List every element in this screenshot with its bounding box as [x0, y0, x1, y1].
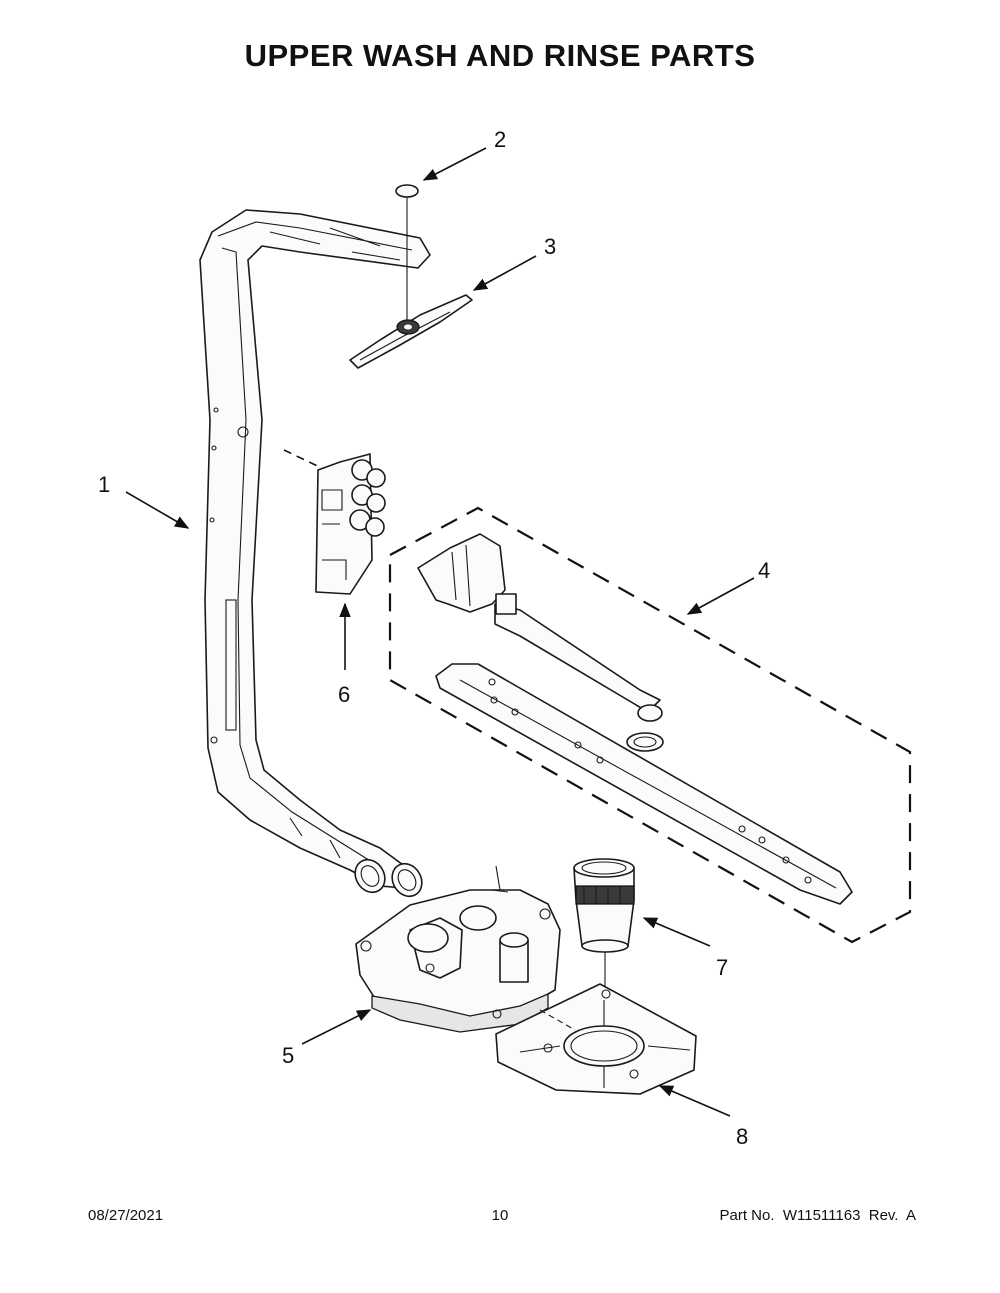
- part-3-upper-spray-arm: [349, 294, 473, 369]
- arrow-1: [125, 491, 190, 529]
- callout-6: 6: [338, 682, 350, 707]
- part-7-filter: [573, 858, 635, 1060]
- footer-page-number: 10: [491, 1207, 509, 1224]
- arrow-4: [686, 577, 755, 615]
- callout-3: 3: [544, 234, 556, 259]
- arrow-8: [658, 1085, 731, 1117]
- part-8-filter-plate: [495, 983, 697, 1095]
- callout-4: 4: [758, 558, 770, 583]
- footer-part-number: Part No. W11511163 Rev. A: [719, 1207, 917, 1224]
- part-2-cap: [395, 184, 419, 320]
- part-6-diverter: [283, 449, 386, 595]
- arrow-7: [642, 917, 711, 947]
- arrow-2: [422, 147, 487, 181]
- part-5-pump-housing: [355, 865, 561, 1033]
- arrow-3: [472, 255, 537, 291]
- callout-labels: 1 2 3 4 5 6 7 8: [98, 127, 770, 1149]
- callout-arrows: [125, 147, 755, 1117]
- footer-date: 08/27/2021: [88, 1207, 164, 1224]
- page-title: UPPER WASH AND RINSE PARTS: [244, 38, 756, 73]
- callout-7: 7: [716, 955, 728, 980]
- callout-2: 2: [494, 127, 506, 152]
- callout-5: 5: [282, 1043, 294, 1068]
- callout-1: 1: [98, 472, 110, 497]
- callout-8: 8: [736, 1124, 748, 1149]
- arrow-5: [301, 1009, 372, 1045]
- part-1-upper-conduit: [199, 209, 431, 898]
- part-4-middle-spray-arm-assembly: [388, 506, 912, 944]
